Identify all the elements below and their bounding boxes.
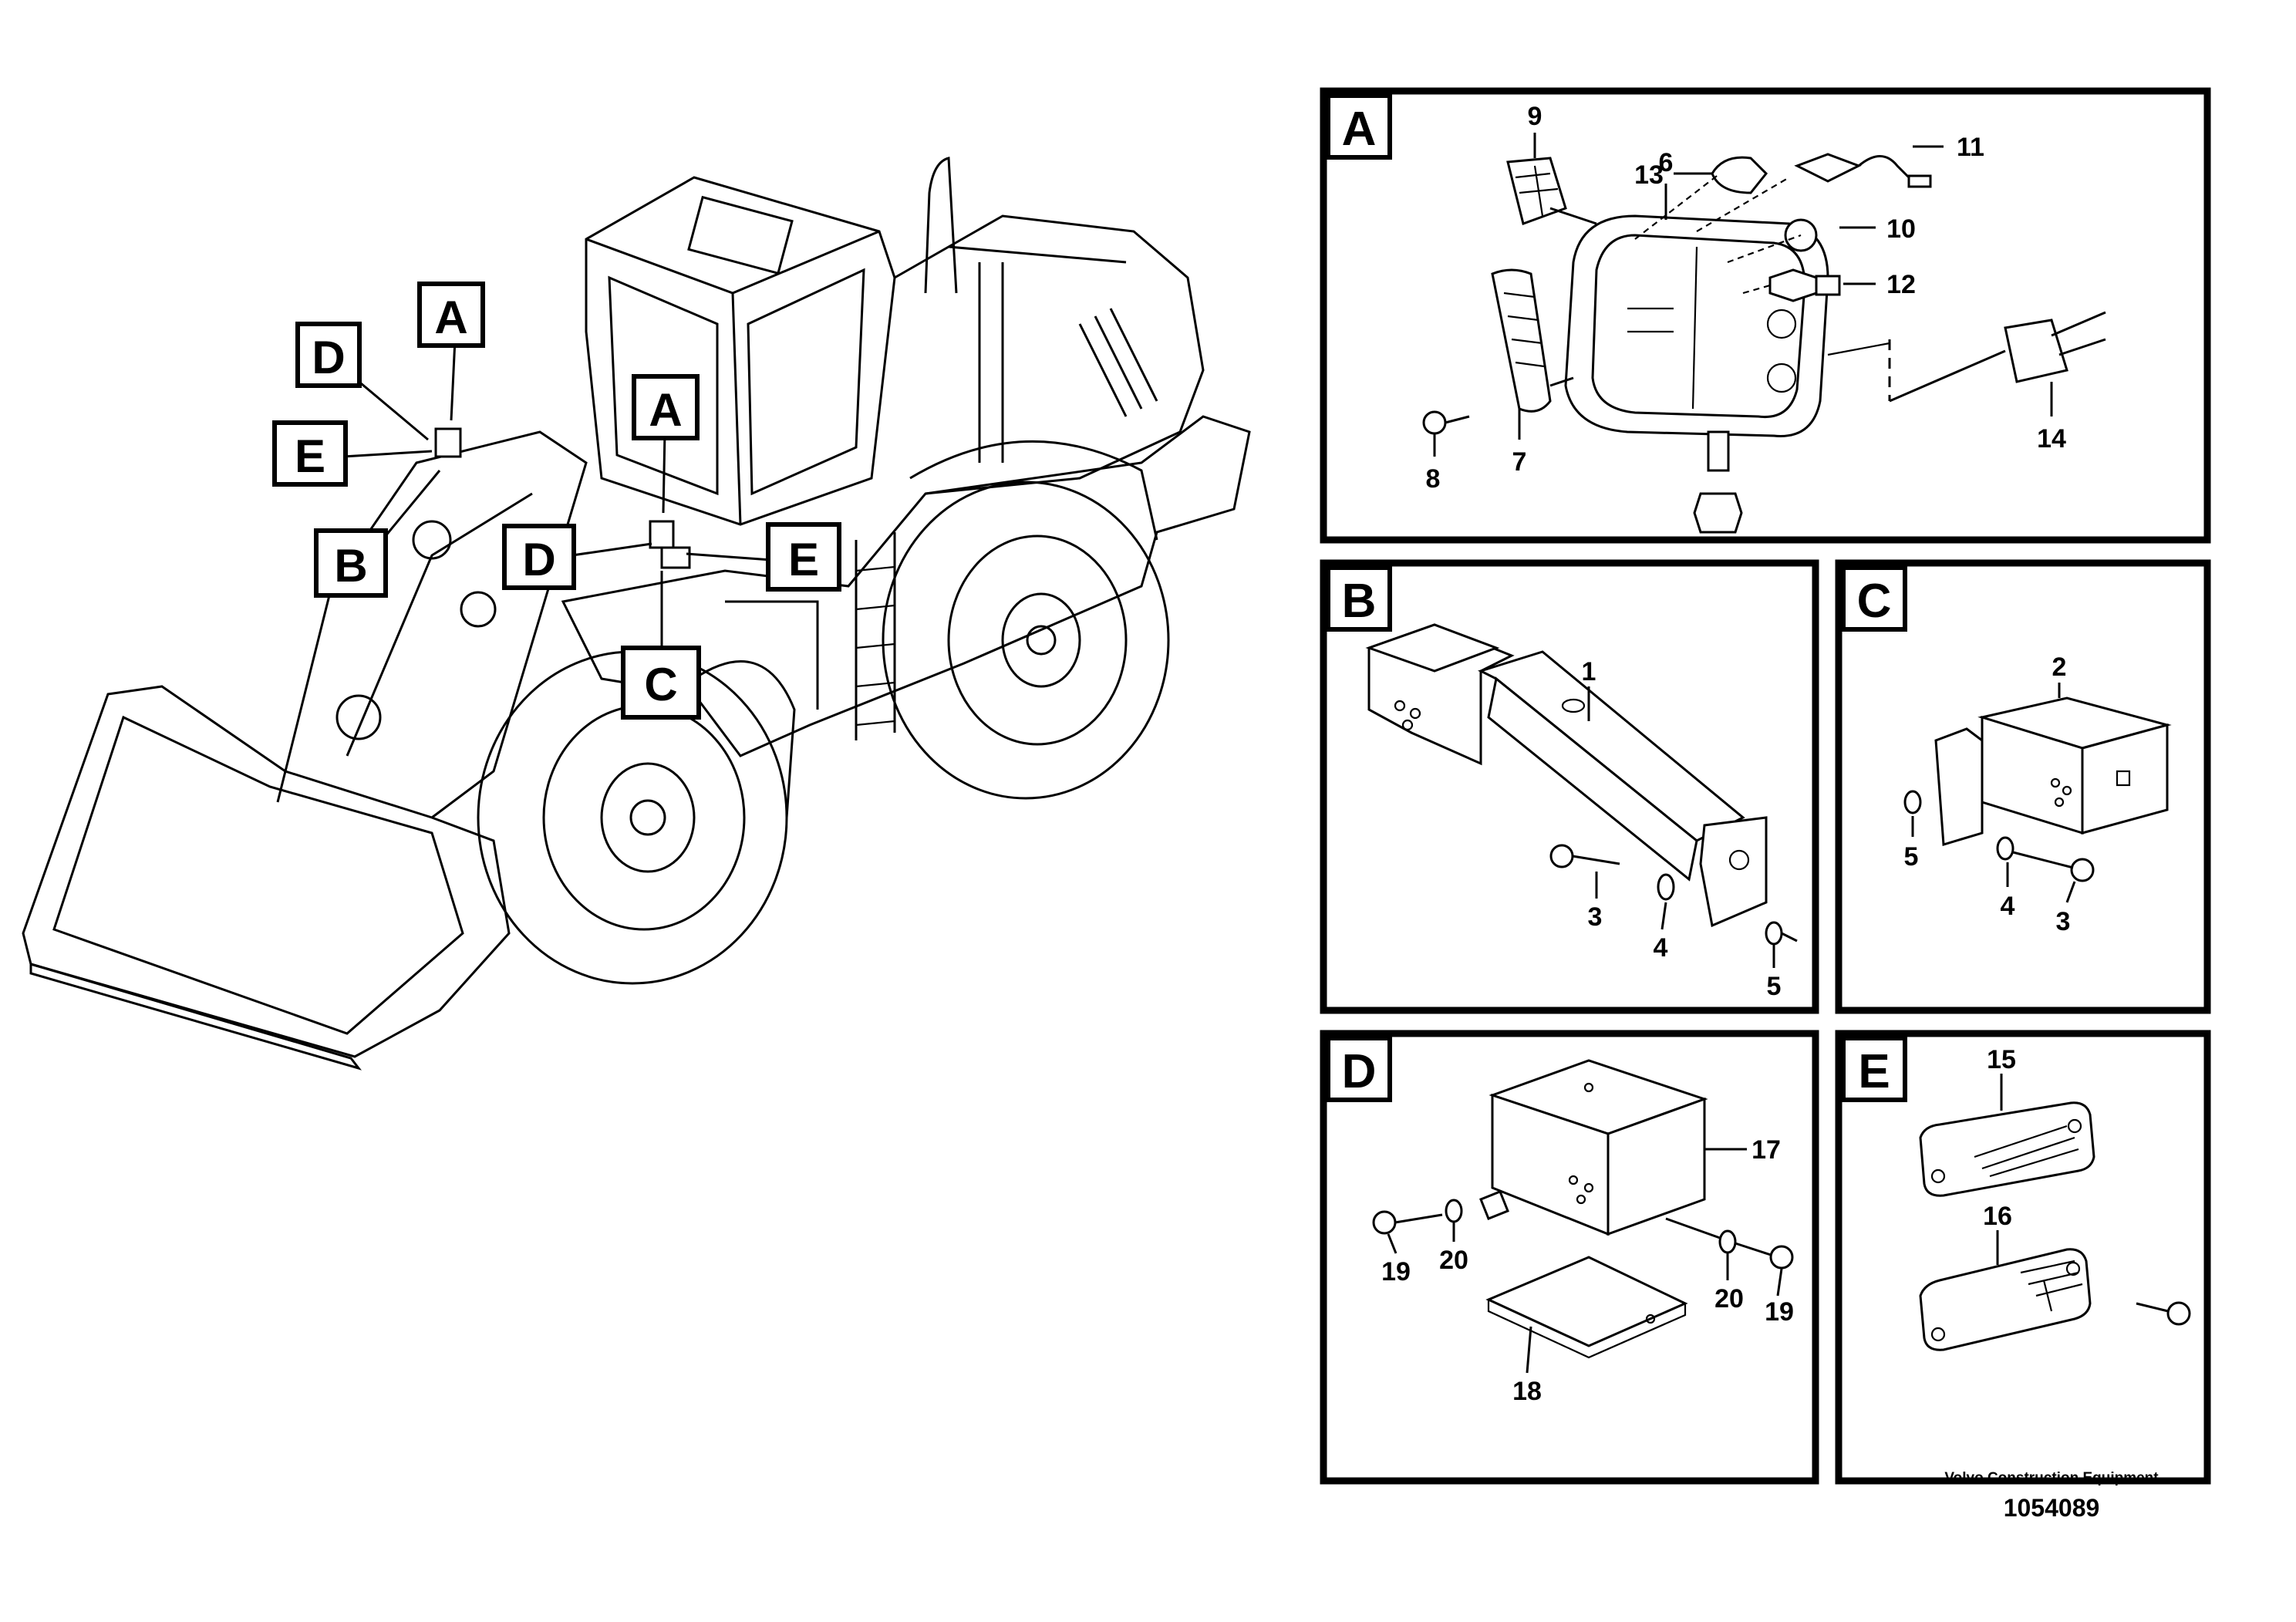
callout-4: 4 xyxy=(1654,933,1668,963)
callout-11: 11 xyxy=(1957,133,1984,162)
callout-3: 3 xyxy=(1588,902,1603,932)
callout-12: 12 xyxy=(1886,270,1916,299)
detail-panel-D: D 17 19 20 20 19 18 xyxy=(1320,1030,1819,1485)
callout-9: 9 xyxy=(1528,102,1542,131)
overview-callout-E1[interactable]: E xyxy=(272,420,348,487)
callout-6: 6 xyxy=(1659,148,1674,177)
callout-7: 7 xyxy=(1512,447,1527,477)
detail-panel-C: C 2 5 4 3 xyxy=(1835,559,2211,1014)
callout-20-left: 20 xyxy=(1439,1246,1468,1275)
callout-8: 8 xyxy=(1426,464,1441,494)
callout-17: 17 xyxy=(1752,1135,1781,1165)
callout-14: 14 xyxy=(2037,424,2066,454)
svg-text:D: D xyxy=(522,534,555,585)
drawing-footer: Volvo Construction Equipment 1054089 xyxy=(1913,1469,2190,1523)
panel-C-title: C xyxy=(1857,575,1892,628)
svg-text:C: C xyxy=(644,659,677,710)
callout-2: 2 xyxy=(2052,653,2067,682)
drawing-number: 1054089 xyxy=(2003,1494,2100,1522)
svg-text:A: A xyxy=(434,292,467,343)
callout-15: 15 xyxy=(1987,1045,2016,1074)
panel-A-title: A xyxy=(1342,103,1377,156)
overview-callout-D2[interactable]: D xyxy=(502,524,576,590)
callout-13: 13 xyxy=(1634,160,1664,190)
callout-20-right: 20 xyxy=(1714,1284,1744,1313)
overview-callout-C[interactable]: C xyxy=(621,646,701,720)
overview-callout-A1[interactable]: A xyxy=(417,282,485,348)
panel-D-title: D xyxy=(1342,1045,1377,1098)
svg-text:B: B xyxy=(334,540,367,592)
detail-panel-E: E 15 16 xyxy=(1835,1030,2211,1485)
callout-5: 5 xyxy=(1904,842,1919,872)
svg-text:E: E xyxy=(295,430,325,482)
callout-16: 16 xyxy=(1983,1202,2012,1231)
panel-E-title: E xyxy=(1858,1045,1890,1098)
callout-1: 1 xyxy=(1582,657,1596,686)
overview-leaders xyxy=(342,339,772,648)
callout-18: 18 xyxy=(1512,1377,1542,1406)
callout-4: 4 xyxy=(2001,892,2015,921)
callout-3: 3 xyxy=(2056,907,2071,936)
overview-callout-A2[interactable]: A xyxy=(632,374,700,440)
svg-text:D: D xyxy=(312,332,345,383)
wheel-loader-drawing xyxy=(22,157,1251,1071)
callout-5: 5 xyxy=(1767,972,1782,1001)
callout-19-right: 19 xyxy=(1765,1297,1794,1327)
overview-callout-B[interactable]: B xyxy=(314,528,388,598)
callout-19-left: 19 xyxy=(1381,1257,1411,1286)
svg-text:E: E xyxy=(788,534,819,585)
panel-B-title: B xyxy=(1342,575,1377,628)
overview-callout-D1[interactable]: D xyxy=(295,322,362,388)
detail-panel-A: A xyxy=(1320,87,2211,544)
overview-callout-E2[interactable]: E xyxy=(766,522,841,592)
svg-text:A: A xyxy=(649,384,682,436)
detail-panel-B: B 1 3 4 5 xyxy=(1320,559,1819,1014)
callout-10: 10 xyxy=(1886,214,1916,244)
company-name: Volvo Construction Equipment xyxy=(1944,1470,2159,1486)
